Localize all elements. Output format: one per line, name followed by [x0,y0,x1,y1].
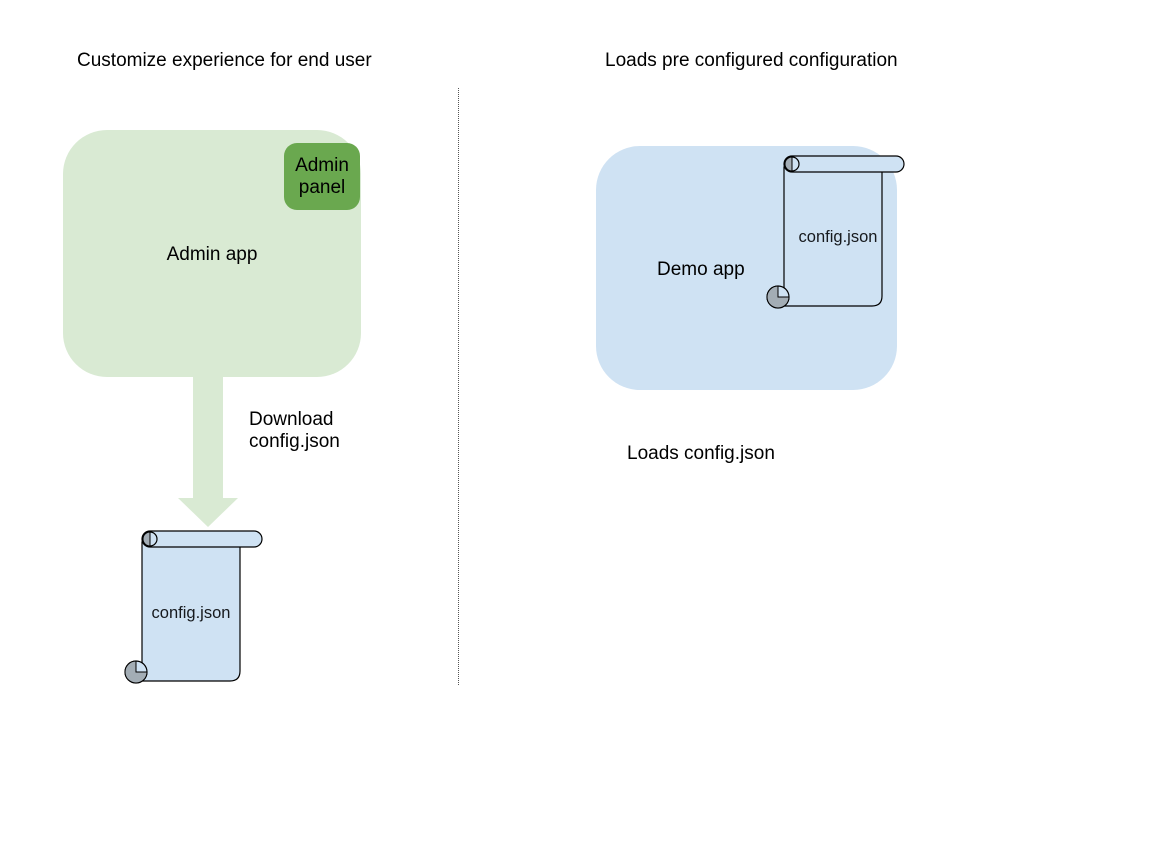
section-divider [458,88,459,685]
config-scroll-shape-left [124,530,263,684]
download-label-line2: config.json [249,431,340,452]
demo-app-label: Demo app [657,259,745,280]
left-section-title: Customize experience for end user [77,50,372,71]
admin-panel-label-line2: panel [298,176,346,198]
loads-config-caption: Loads config.json [627,443,775,464]
config-file-label-right: config.json [798,228,878,246]
config-file-label-left: config.json [151,604,231,622]
admin-panel-label-line1: Admin [295,154,349,176]
download-label-line1: Download [249,409,334,430]
admin-app-label: Admin app [166,244,258,265]
right-section-title: Loads pre configured configuration [605,50,898,71]
config-scroll-shape-right [766,155,905,309]
download-label: Download config.json [249,409,340,453]
download-arrow-icon [178,377,238,527]
admin-panel-shape: Admin panel [284,143,360,210]
